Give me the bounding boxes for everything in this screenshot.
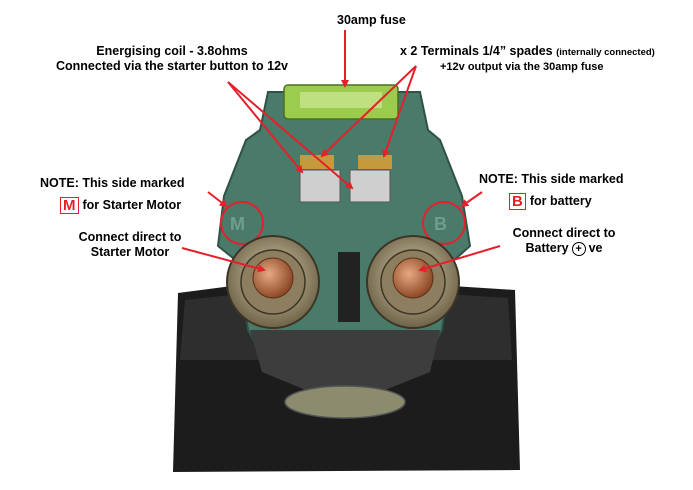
connect-right-battery: Battery [525, 241, 569, 255]
arrow-note-right [460, 191, 483, 208]
housing-mark-m: M [230, 214, 245, 234]
plus-circle-icon: + [571, 241, 586, 256]
note-right-letter: B [509, 193, 526, 210]
terminals-label-main: x 2 Terminals 1/4” spades [400, 44, 553, 58]
motor-terminal-stud [252, 257, 294, 299]
arrow-note-left [207, 191, 228, 208]
note-left-letter: M [60, 197, 79, 214]
terminals-label: x 2 Terminals 1/4” spades (internally co… [400, 44, 655, 75]
fuse-label: 30amp fuse [337, 13, 406, 27]
arrow-terminals-2 [382, 65, 417, 158]
housing-base [250, 330, 440, 400]
note-left-suffix: for Starter Motor [82, 197, 182, 212]
highlight-circle-m [220, 201, 264, 245]
housing-bottom-ring [284, 385, 406, 419]
terminals-label-line1: x 2 Terminals 1/4” spades (internally co… [400, 44, 655, 60]
note-left-line1: NOTE: This side marked [40, 176, 185, 190]
connect-right-label: Connect direct to Battery+ve [494, 226, 634, 256]
spade-terminal-right [349, 169, 391, 203]
highlight-circle-b [422, 201, 466, 245]
arrow-coil-2 [227, 81, 354, 190]
connect-left-line1: Connect direct to [78, 230, 182, 244]
coil-label-line1: Energising coil - 3.8ohms [96, 44, 248, 58]
arrow-connect-left [181, 247, 266, 273]
terminals-label-line2: +12v output via the 30amp fuse [440, 61, 604, 73]
spade-terminal-right-top [358, 155, 392, 169]
connect-right-line1: Connect direct to [512, 226, 616, 240]
terminals-label-note: (internally connected) [556, 47, 655, 58]
fuse-window [300, 92, 382, 108]
housing-mark-b: B [434, 214, 447, 234]
connect-left-label: Connect direct to Starter Motor [60, 230, 200, 260]
note-right-suffix: for battery [529, 193, 592, 208]
connect-left-line2: Starter Motor [90, 245, 170, 259]
battery-terminal-stud [392, 257, 434, 299]
note-right-line1: NOTE: This side marked [479, 172, 624, 186]
arrow-connect-right [418, 245, 501, 273]
post-divider [338, 252, 360, 322]
spade-terminal-left [299, 169, 341, 203]
arrow-coil-1 [227, 81, 304, 174]
coil-label-line2: Connected via the starter button to 12v [56, 59, 288, 73]
coil-label: Energising coil - 3.8ohms Connected via … [22, 44, 322, 74]
connect-right-ve: ve [588, 241, 603, 255]
arrow-terminals-1 [320, 65, 417, 158]
connect-right-line2: Battery+ve [494, 241, 634, 256]
